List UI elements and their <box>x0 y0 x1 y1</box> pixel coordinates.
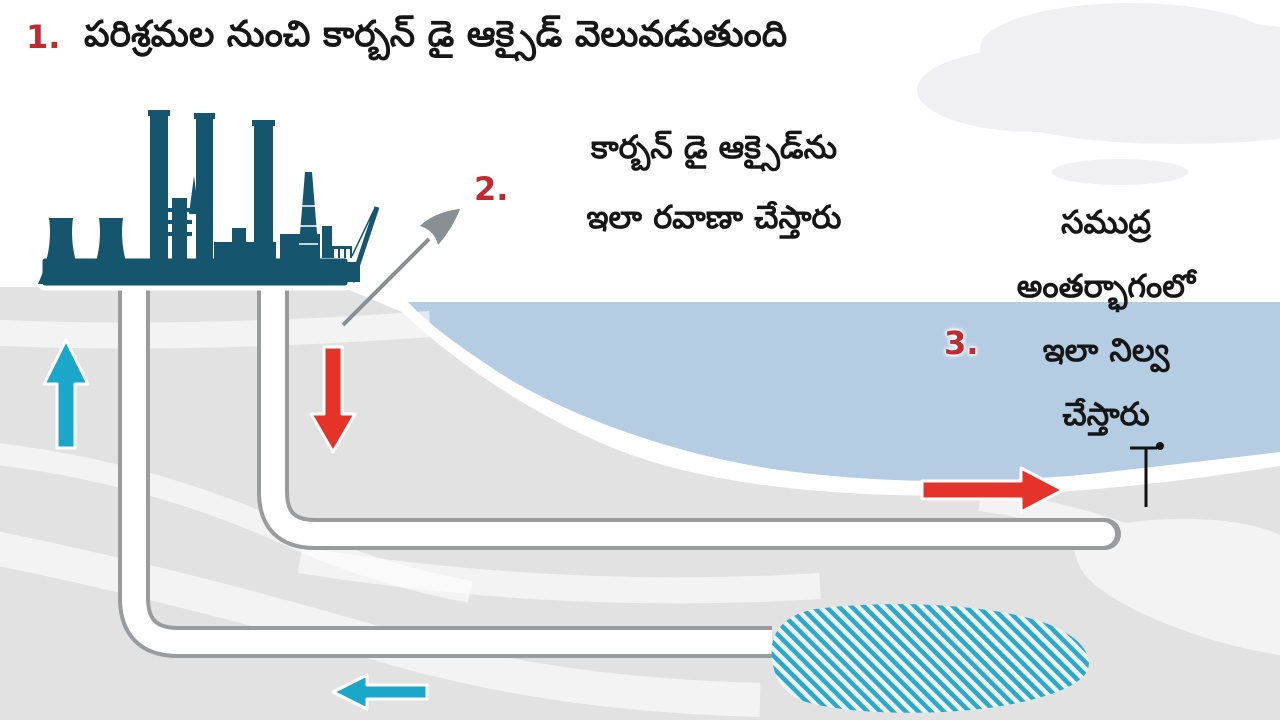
step3-line-1: సముద్ర <box>1061 203 1151 241</box>
cyan-up-arrow-icon <box>42 338 90 450</box>
step3-line-3: ఇలా నిల్వ <box>1042 331 1170 369</box>
sea <box>408 302 1280 482</box>
step2-label: కార్బన్ డై ఆక్సైడ్‌ను ఇలా రవాణా చేస్తారు <box>524 112 904 252</box>
step2-line-1: కార్బన్ డై ఆక్సైడ్‌ను <box>590 128 838 166</box>
gray-swoosh-arrow-icon <box>341 209 460 327</box>
step3-number: 3. <box>944 324 979 362</box>
cyan-left-arrow-icon <box>331 673 429 711</box>
step3-line-4: చేస్తారు <box>1062 395 1150 433</box>
seabed-hill <box>1074 518 1280 655</box>
clouds-icon <box>917 3 1280 185</box>
leader-pin-icon <box>1130 442 1164 507</box>
step3-line-2: అంతర్భాగంలో <box>1016 267 1196 305</box>
step2-line-2: ఇలా రవాణా చేస్తారు <box>586 198 842 236</box>
shallow-pipe <box>257 262 1121 550</box>
deep-pipe <box>118 278 772 658</box>
hatched-co2-storage-icon <box>771 604 1089 713</box>
step1-label: పరిశ్రమల నుంచి కార్బన్ డై ఆక్సైడ్ వెలువడ… <box>84 14 788 55</box>
red-right-arrow-icon <box>920 466 1065 514</box>
industrial-plant-silhouette-icon <box>37 110 380 291</box>
step2-number: 2. <box>474 170 509 208</box>
red-down-arrow-icon <box>309 345 357 454</box>
step3-label: సముద్ర అంతర్భాగంలో ఇలా నిల్వ చేస్తారు <box>950 190 1262 446</box>
flow-arrows <box>42 338 1065 711</box>
step1-number: 1. <box>26 18 61 56</box>
